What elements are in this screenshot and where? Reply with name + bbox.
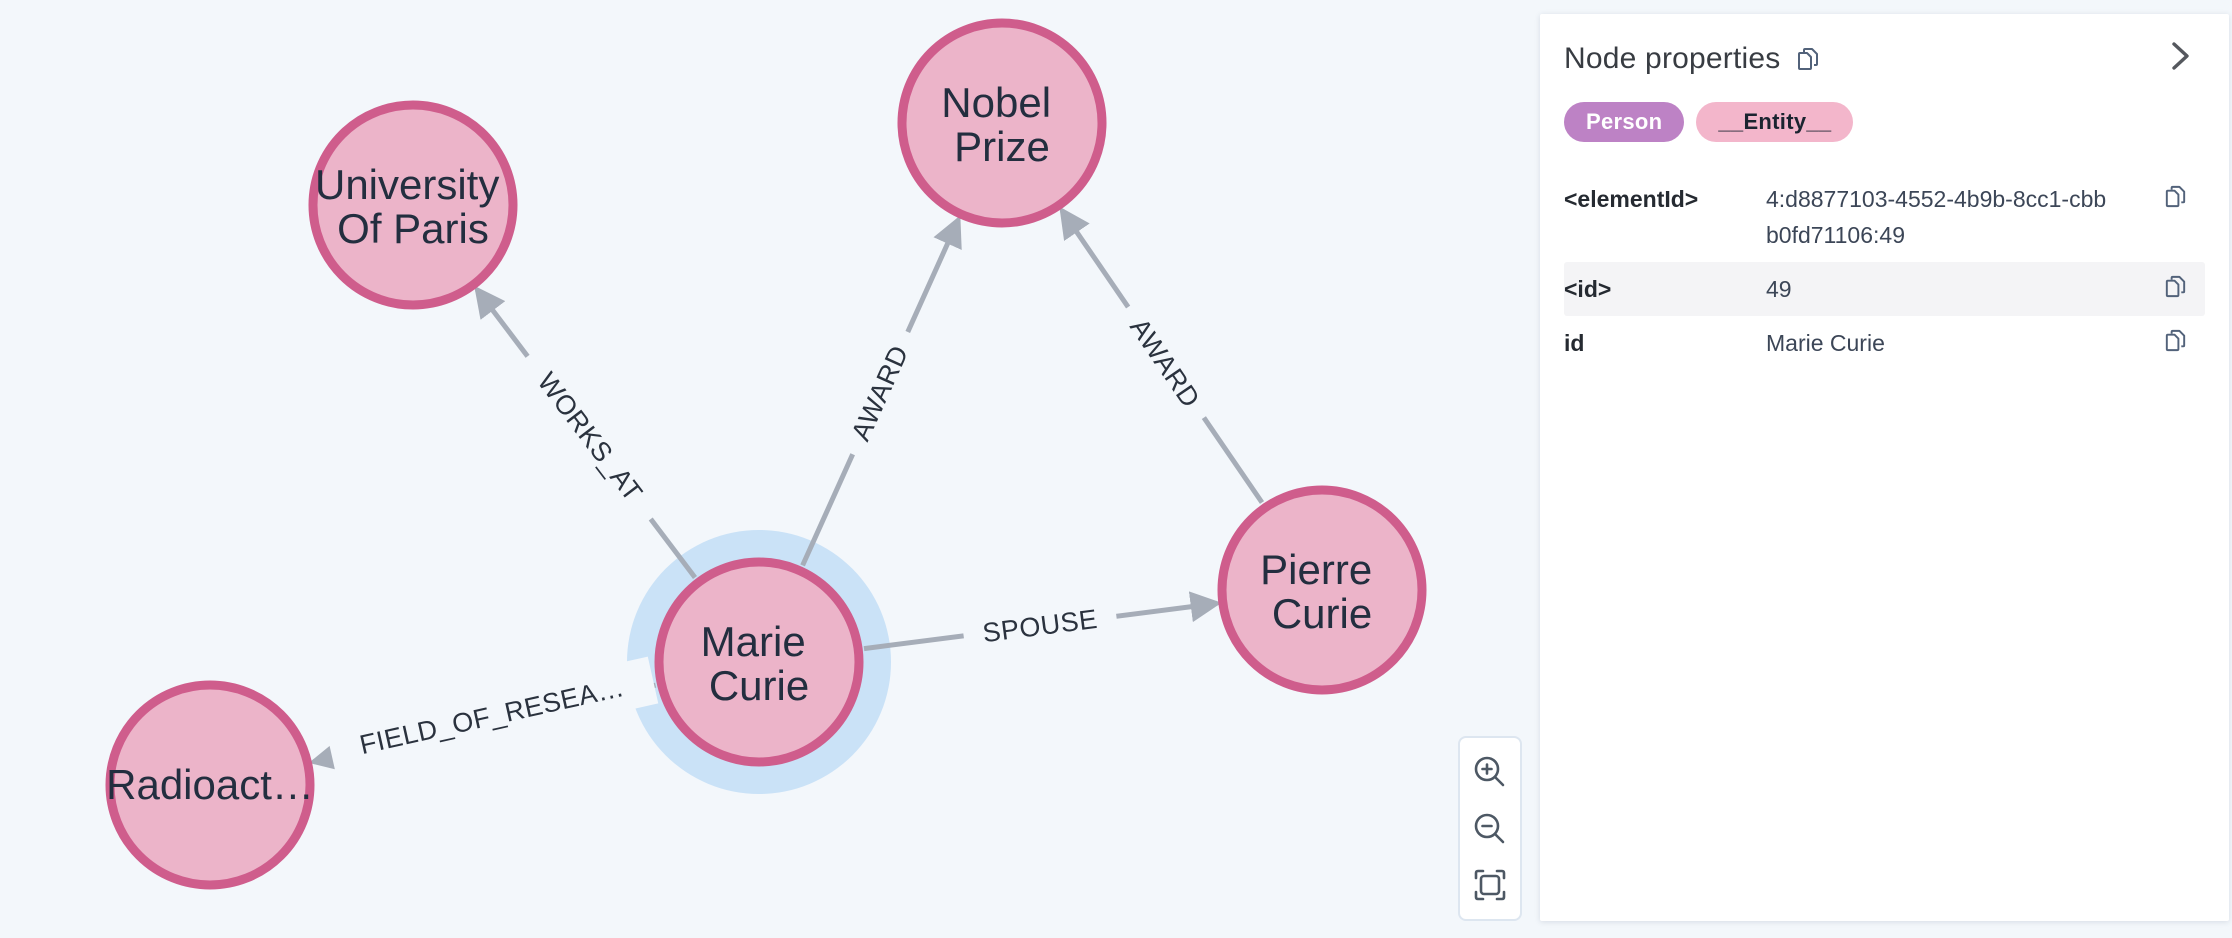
panel-title: Node properties — [1564, 42, 1781, 75]
edge-label-field-of-research[interactable]: FIELD_OF_RESEA… — [325, 656, 659, 776]
node-university-of-paris[interactable]: University Of Paris — [308, 100, 518, 310]
node-label: Radioact… — [106, 761, 314, 808]
zoom-out-icon — [1474, 813, 1505, 843]
property-key: <elementId> — [1564, 186, 1699, 212]
edge-label-works-at[interactable]: WORKS_AT — [509, 341, 671, 533]
copy-value-button[interactable] — [2162, 183, 2205, 210]
zoom-out-button[interactable] — [1470, 809, 1510, 849]
zoom-in-button[interactable] — [1470, 752, 1510, 792]
property-key: id — [1564, 330, 1585, 356]
property-value: Marie Curie — [1766, 330, 1885, 356]
collapse-panel-button[interactable] — [2169, 38, 2191, 74]
copy-icon — [1798, 48, 1819, 70]
table-row: id Marie Curie — [1564, 316, 2205, 370]
property-value: 49 — [1766, 276, 1792, 302]
node-properties-panel: Node properties Person __Entity__ <eleme… — [1540, 14, 2229, 921]
label-badge-person: Person — [1564, 102, 1685, 142]
fit-to-view-icon — [1474, 869, 1506, 901]
zoom-toolbar — [1458, 736, 1522, 921]
copy-value-button[interactable] — [2162, 327, 2205, 354]
edge-label-award-pierre[interactable]: AWARD — [1107, 294, 1223, 432]
property-value: 4:d8877103-4552-4b9b-8cc1-cbbb0fd71106:4… — [1766, 186, 2107, 248]
edge-label-award-marie[interactable]: AWARD — [830, 322, 930, 464]
properties-table: <elementId> 4:d8877103-4552-4b9b-8cc1-cb… — [1564, 172, 2205, 370]
zoom-in-icon — [1474, 756, 1505, 787]
node-circle — [897, 18, 1107, 228]
node-circle — [1217, 485, 1427, 695]
fit-to-view-button[interactable] — [1470, 865, 1510, 905]
table-row: <id> 49 — [1564, 262, 2205, 316]
copy-all-properties-button[interactable] — [1794, 45, 1822, 73]
node-radioactivity[interactable]: Radioact… — [105, 680, 315, 890]
node-nobel-prize[interactable]: Nobel Prize — [897, 18, 1107, 228]
chevron-right-icon — [2172, 42, 2189, 70]
svg-text:WORKS_AT: WORKS_AT — [532, 367, 649, 507]
node-label: Nobel Prize — [941, 79, 1062, 170]
node-circle — [308, 100, 518, 310]
node-label: University Of Paris — [315, 161, 511, 252]
label-badge-entity: __Entity__ — [1696, 102, 1854, 142]
node-label: Pierre Curie — [1260, 546, 1384, 637]
copy-icon — [2165, 185, 2186, 208]
copy-icon — [2165, 275, 2186, 298]
copy-value-button[interactable] — [2162, 273, 2205, 300]
node-label: Marie Curie — [701, 618, 818, 709]
node-marie-curie[interactable]: Marie Curie — [654, 557, 864, 767]
node-pierre-curie[interactable]: Pierre Curie — [1217, 485, 1427, 695]
edge-label-spouse[interactable]: SPOUSE — [960, 592, 1120, 660]
node-circle — [654, 557, 864, 767]
panel-header: Node properties — [1564, 42, 2205, 76]
table-row: <elementId> 4:d8877103-4552-4b9b-8cc1-cb… — [1564, 172, 2205, 262]
node-circle — [105, 680, 315, 890]
copy-icon — [2165, 329, 2186, 352]
node-labels: Person __Entity__ — [1564, 102, 2205, 142]
property-key: <id> — [1564, 276, 1612, 302]
